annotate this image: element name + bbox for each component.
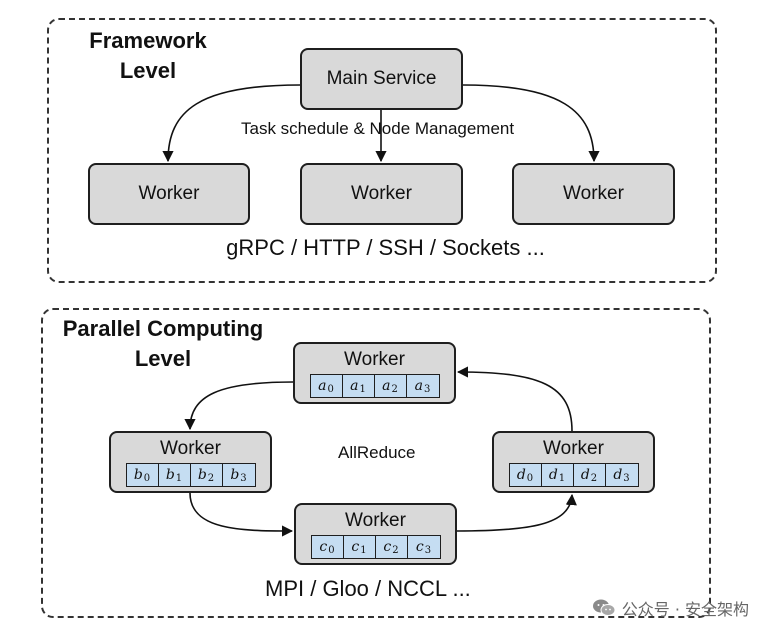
parallel-level-title: Parallel Computing Level [52, 314, 274, 374]
watermark: 公众号 · 安全架构 [592, 596, 749, 620]
arrow-main-to-worker-right [462, 84, 600, 163]
wechat-icon [592, 598, 616, 618]
task-schedule-label: Task schedule & Node Management [241, 119, 515, 138]
framework-title-line1: Framework [89, 28, 207, 53]
arrow-a-to-b [184, 381, 294, 431]
worker-b-label: Worker [160, 438, 221, 459]
arrow-main-to-worker-left [162, 84, 301, 163]
parallel-title-line1: Parallel Computing [62, 316, 264, 341]
framework-worker-left: Worker [88, 163, 250, 225]
framework-worker-right: Worker [512, 163, 675, 225]
arrow-c-to-d [456, 493, 577, 532]
worker-c-label: Worker [345, 510, 406, 531]
worker-d-label: Worker [543, 438, 604, 459]
arrow-b-to-c [189, 492, 294, 537]
framework-level-panel [47, 18, 717, 283]
arrow-d-to-a [456, 366, 573, 432]
watermark-text: 公众号 · 安全架构 [621, 600, 749, 619]
main-service-box: Main Service [300, 48, 463, 110]
framework-worker-center: Worker [300, 163, 463, 225]
parallel-protocols-label: MPI / Gloo / NCCL ... [265, 576, 471, 601]
worker-a-label: Worker [344, 349, 405, 370]
framework-level-title: Framework Level [78, 26, 218, 86]
allreduce-label: AllReduce [338, 443, 416, 462]
framework-protocols-label: gRPC / HTTP / SSH / Sockets ... [226, 235, 545, 260]
parallel-title-line2: Level [134, 346, 192, 371]
parallel-level-panel [41, 308, 711, 618]
framework-title-line2: Level [119, 58, 177, 83]
